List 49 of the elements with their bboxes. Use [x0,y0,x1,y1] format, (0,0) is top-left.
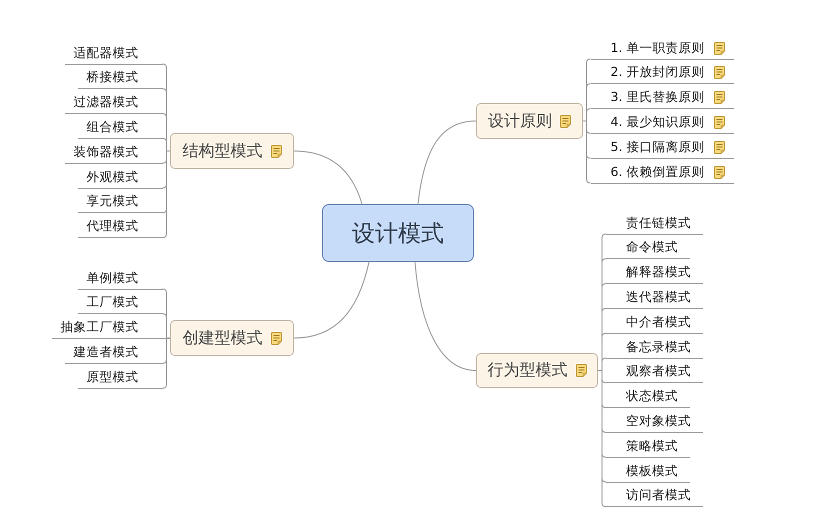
connector-line [162,338,170,389]
connector-line [162,150,170,238]
topic-label: 组合模式 [86,118,138,136]
topic-label: 工厂模式 [86,294,138,312]
topic-label: 策略模式 [626,438,678,455]
topic-label: 3. 里氏替换原则 [610,89,704,106]
topic-label: 原型模式 [86,368,138,386]
topic-label: 6. 依赖倒置原则 [610,164,704,180]
topic-label: 单例模式 [86,270,138,286]
topic-box [170,133,294,169]
topic-label: 过滤器模式 [74,94,138,112]
topic-box [476,353,598,388]
topic-label: 5. 接口隔离原则 [610,138,704,156]
topic-label: 代理模式 [86,218,138,236]
topic-label: 责任链模式 [626,214,691,232]
topic-label: 迭代器模式 [626,288,691,306]
connector-line [294,262,370,338]
connector-line [414,262,476,371]
connector-line [598,370,606,508]
topic-label: 模板模式 [626,462,678,480]
connector-line [418,120,476,204]
topic-label: 状态模式 [626,388,678,406]
topic-box [170,320,294,356]
topic-label: 结构型模式 [182,140,262,162]
topic-label: 命令模式 [626,239,678,256]
topic-label: 创建型模式 [182,328,262,348]
topic-label: 适配器模式 [74,44,138,62]
topic-label: 解释器模式 [626,264,691,282]
topic-label: 建造者模式 [74,344,138,361]
topic-label: 设计模式 [352,220,444,248]
topic-label: 设计原则 [488,110,552,132]
connector-line [294,150,362,204]
topic-label: 桥接模式 [86,69,138,86]
topic-box [476,103,583,139]
connector-line [582,120,591,184]
topic-label: 抽象工厂模式 [60,319,138,336]
topic-label: 外观模式 [86,168,138,186]
topic-label: 观察者模式 [626,363,691,380]
topic-label: 1. 单一职责原则 [610,40,704,56]
topic-label: 中介者模式 [626,314,691,331]
topic-label: 装饰器模式 [74,144,138,161]
topic-label: 4. 最少知识原则 [610,114,704,131]
topic-label: 备忘录模式 [626,338,691,356]
topic-label: 访问者模式 [626,487,691,504]
topic-label: 2. 开放封闭原则 [610,64,704,82]
topic-label: 享元模式 [86,193,138,210]
topic-label: 行为型模式 [488,360,568,381]
central-topic-box [322,204,474,262]
topic-label: 空对象模式 [626,412,691,430]
